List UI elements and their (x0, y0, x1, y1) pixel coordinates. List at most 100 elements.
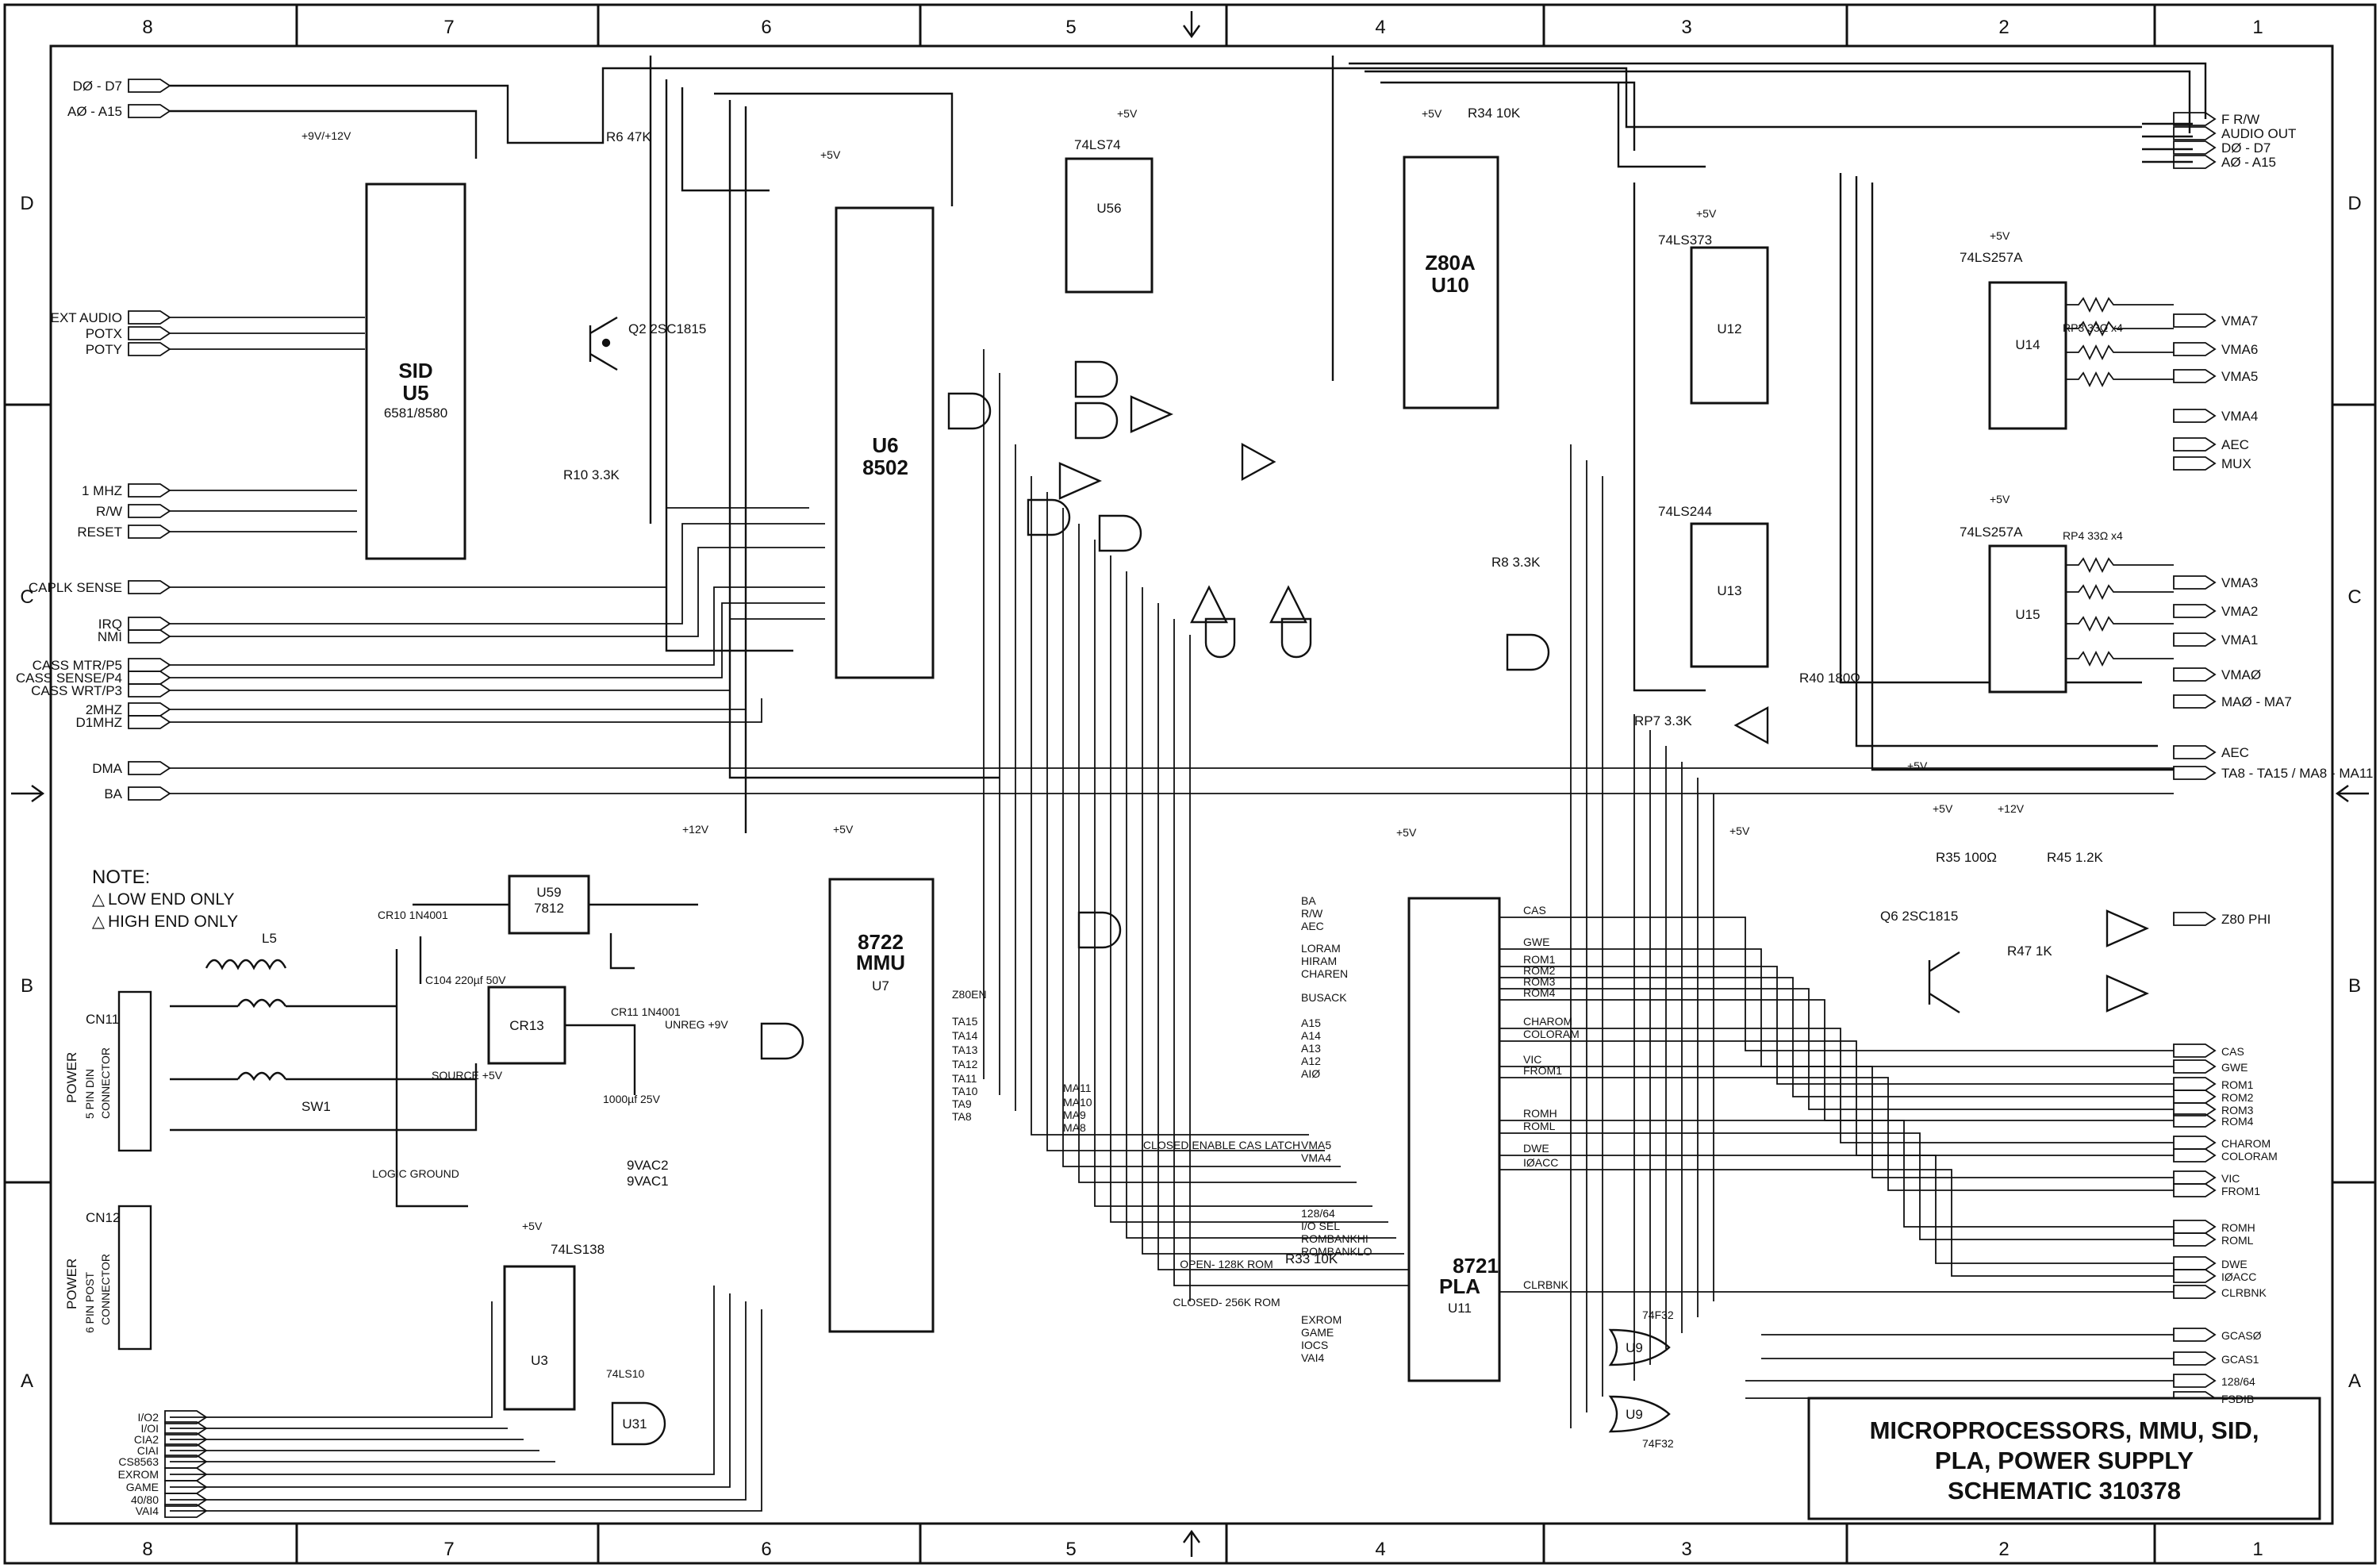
pla-output-label: ROM1 (1523, 953, 1556, 966)
left-port-shape (128, 79, 171, 93)
vac1-label: 9VAC1 (627, 1174, 669, 1189)
zone-label-top: 5 (1065, 17, 1076, 38)
zone-label-bottom: 2 (1998, 1539, 2009, 1560)
zone-label-bottom: 3 (1681, 1539, 1691, 1560)
right-port-shape (2173, 1090, 2217, 1104)
cn11-sub2: CONNECTOR (99, 1047, 112, 1119)
pla-input-label: BUSACK (1301, 991, 1347, 1004)
plus5v-label: +5V (1907, 759, 1928, 772)
chip-regulator-7812 (508, 874, 590, 935)
plus12v-label: +12V (1998, 802, 2025, 815)
left-port-shape (128, 326, 171, 340)
u14-part: 74LS257A (1960, 250, 2023, 265)
plus5v-label: +5V (1990, 229, 2010, 242)
pla-input-label: VMA4 (1301, 1151, 1331, 1164)
right-port-label: ROML (2221, 1234, 2254, 1247)
pla-output-label: ROML (1523, 1120, 1556, 1132)
right-port-label: DØ - D7 (2221, 140, 2271, 156)
cn11-sub: 5 PIN DIN (83, 1069, 96, 1119)
title-line-2: PLA, POWER SUPPLY (1934, 1447, 2194, 1474)
right-port-label: ROM2 (2221, 1091, 2254, 1104)
left-port-shape (128, 580, 171, 594)
pla-input-label: R/W (1301, 907, 1323, 920)
l5-label: L5 (262, 931, 277, 946)
pla-output-label: ROMH (1523, 1107, 1557, 1120)
chip-u13-74ls244 (1690, 522, 1769, 668)
u15-ref: U15 (2015, 607, 2040, 622)
zone-label-right: D (2347, 193, 2361, 214)
zone-label-left: D (20, 193, 33, 214)
center-mark-right (2335, 785, 2369, 802)
pla-input-label: VMA5 (1301, 1139, 1331, 1151)
right-port-label: CLRBNK (2221, 1286, 2267, 1299)
u31-part: 74LS10 (606, 1367, 644, 1380)
left-port-shape (128, 104, 171, 118)
right-port-label: CAS (2221, 1045, 2244, 1058)
center-mark-top (1183, 11, 1200, 39)
mmu-signal-label: Z80EN (952, 988, 987, 1001)
left-port-label: NMI (98, 629, 122, 644)
mmu-ref: 8722 (858, 930, 904, 954)
cn11-ref: CN11 (86, 1012, 119, 1027)
chip-u14-74ls257a (1988, 281, 2067, 430)
right-port-shape (2173, 766, 2217, 780)
reg-part: 7812 (534, 901, 564, 916)
r34-label: R34 10K (1468, 106, 1521, 121)
bottom-port-label: CIAI (137, 1444, 159, 1457)
cpu-part: 8502 (862, 455, 908, 479)
right-port-shape (2173, 1059, 2217, 1074)
mmu-signal-label: TA13 (952, 1043, 978, 1056)
pla-output-label: ROM2 (1523, 964, 1556, 977)
u3-ref: U3 (531, 1353, 548, 1368)
right-port-label: MAØ - MA7 (2221, 694, 2292, 709)
chip-u12-74ls373 (1690, 246, 1769, 405)
right-port-label: CHAROM (2221, 1137, 2271, 1150)
pla-output-label: CLRBNK (1523, 1278, 1568, 1291)
u12-ref: U12 (1717, 321, 1741, 336)
title-line-1: MICROPROCESSORS, MMU, SID, (1869, 1416, 2259, 1444)
chip-u56-74ls74 (1065, 157, 1154, 294)
pla-output-label: ROM3 (1523, 975, 1556, 988)
left-port-shape (128, 617, 171, 631)
chip-mmu-8722 (828, 878, 935, 1333)
zone-label-bottom: 5 (1065, 1539, 1076, 1560)
pla-input-label: VAI4 (1301, 1351, 1325, 1364)
pla-input-label: BA (1301, 894, 1316, 907)
mmu-signal-label: TA14 (952, 1029, 978, 1042)
pla-input-label: HIRAM (1301, 955, 1337, 967)
pla-input-label: AEC (1301, 920, 1324, 932)
bottom-port-label: CS8563 (118, 1455, 159, 1468)
pla-output-label: DWE (1523, 1142, 1549, 1155)
bottom-port-shape (164, 1455, 208, 1469)
zone-label-bottom: 7 (443, 1539, 454, 1560)
zone-label-right: A (2348, 1370, 2361, 1392)
right-port-label: FSDIB (2221, 1393, 2254, 1405)
pla-input-label: A12 (1301, 1055, 1321, 1067)
plus5v-label: +5V (1422, 107, 1442, 120)
left-port-label: CASS MTR/P5 (33, 658, 122, 673)
u56-part: 74LS74 (1074, 137, 1121, 152)
closed-256k-label: CLOSED- 256K ROM (1173, 1296, 1280, 1309)
right-port-label: VMA4 (2221, 409, 2258, 424)
u9b-ref: U9 (1626, 1407, 1643, 1422)
right-port-label: GCAS1 (2221, 1353, 2259, 1366)
right-port-shape (2173, 369, 2217, 383)
u14-ref: U14 (2015, 337, 2040, 352)
drawing-border (49, 44, 2334, 1525)
zone-label-top: 2 (1998, 17, 2009, 38)
right-port-shape (2173, 1170, 2217, 1185)
right-port-shape (2173, 342, 2217, 356)
right-port-shape (2173, 1113, 2217, 1128)
zone-label-top: 8 (142, 17, 152, 38)
right-port-shape (2173, 575, 2217, 590)
pla-input-label: A14 (1301, 1029, 1321, 1042)
cpu-ref: U6 (872, 433, 898, 457)
pla-output-label: GWE (1523, 936, 1549, 948)
r40-label: R40 180Ω (1799, 671, 1860, 686)
r33-label: R33 10K (1285, 1251, 1338, 1266)
bottom-port-label: 40/80 (131, 1493, 159, 1506)
plus5v-label: +5V (522, 1220, 543, 1232)
right-port-label: COLORAM (2221, 1150, 2278, 1163)
cn11-title: POWER (64, 1052, 79, 1103)
